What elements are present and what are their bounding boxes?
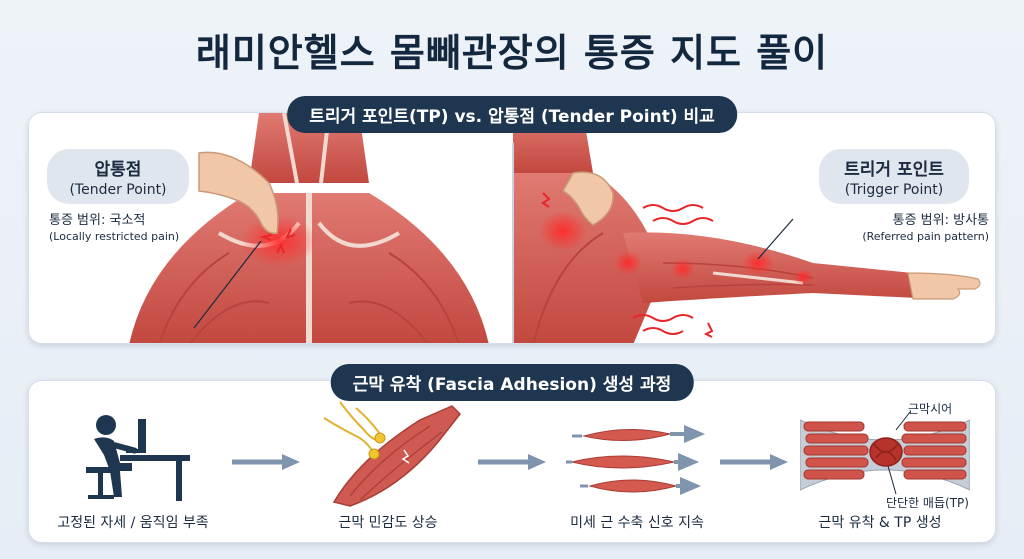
step-label-3: 미세 근 수축 신호 지속 (570, 515, 704, 531)
trigger-title: 트리거 포인트 (844, 160, 944, 180)
comparison-panel: 압통점 (Tender Point) 통증 범위: 국소적 (Locally r… (28, 112, 996, 344)
tender-title: 압통점 (94, 160, 142, 180)
pressing-hand-right (561, 171, 614, 226)
process-heading: 근막 유착 (Fascia Adhesion) 생성 과정 (330, 364, 694, 401)
step-label-4: 근막 유착 & TP 생성 (818, 515, 942, 531)
tender-subtitle: (Tender Point) (69, 182, 167, 198)
tender-range-annotation: 통증 범위: 국소적 (Locally restricted pain) (49, 209, 229, 243)
trigger-range-annotation: 통증 범위: 방사통 (Referred pain pattern) (819, 209, 989, 243)
center-divider (512, 143, 514, 343)
tender-range-label: 통증 범위: 국소적 (49, 213, 146, 228)
trigger-pain-spot (539, 211, 587, 251)
trigger-range-note: (Referred pain pattern) (862, 230, 989, 243)
arm-muscle (623, 232, 943, 303)
sensitized-muscle-icon (323, 401, 462, 507)
trigger-range-label: 통증 범위: 방사통 (892, 213, 989, 228)
trigger-point-label: 트리거 포인트 (Trigger Point) (819, 149, 969, 204)
trigger-subtitle: (Trigger Point) (844, 182, 944, 198)
comparison-heading: 트리거 포인트(TP) vs. 압통점 (Tender Point) 비교 (287, 96, 737, 133)
arrow-right-icon (478, 454, 546, 470)
arm-hand (907, 272, 981, 300)
tender-pain-spot (241, 215, 317, 267)
tender-point-illustration (129, 113, 489, 343)
step-label-1: 고정된 자세 / 움직임 부족 (57, 515, 209, 531)
desk-worker-icon (86, 415, 190, 501)
hard-knot-label: 단단한 매듭(TP) (886, 496, 969, 510)
tender-range-note: (Locally restricted pain) (49, 230, 180, 243)
step-label-2: 근막 민감도 상승 (338, 515, 438, 531)
page-title: 래미안헬스 몸빼관장의 통증 지도 풀이 (195, 31, 829, 75)
pressing-hand (198, 151, 279, 235)
tender-point-label: 압통점 (Tender Point) (47, 149, 189, 204)
arrow-right-icon (720, 454, 788, 470)
adhesion-knot-icon (800, 411, 970, 495)
micro-contraction-icon (566, 424, 706, 496)
arrow-right-icon (232, 454, 300, 470)
fascia-sheath-label: 근막시어 (908, 402, 953, 416)
trigger-point-illustration (513, 113, 981, 343)
